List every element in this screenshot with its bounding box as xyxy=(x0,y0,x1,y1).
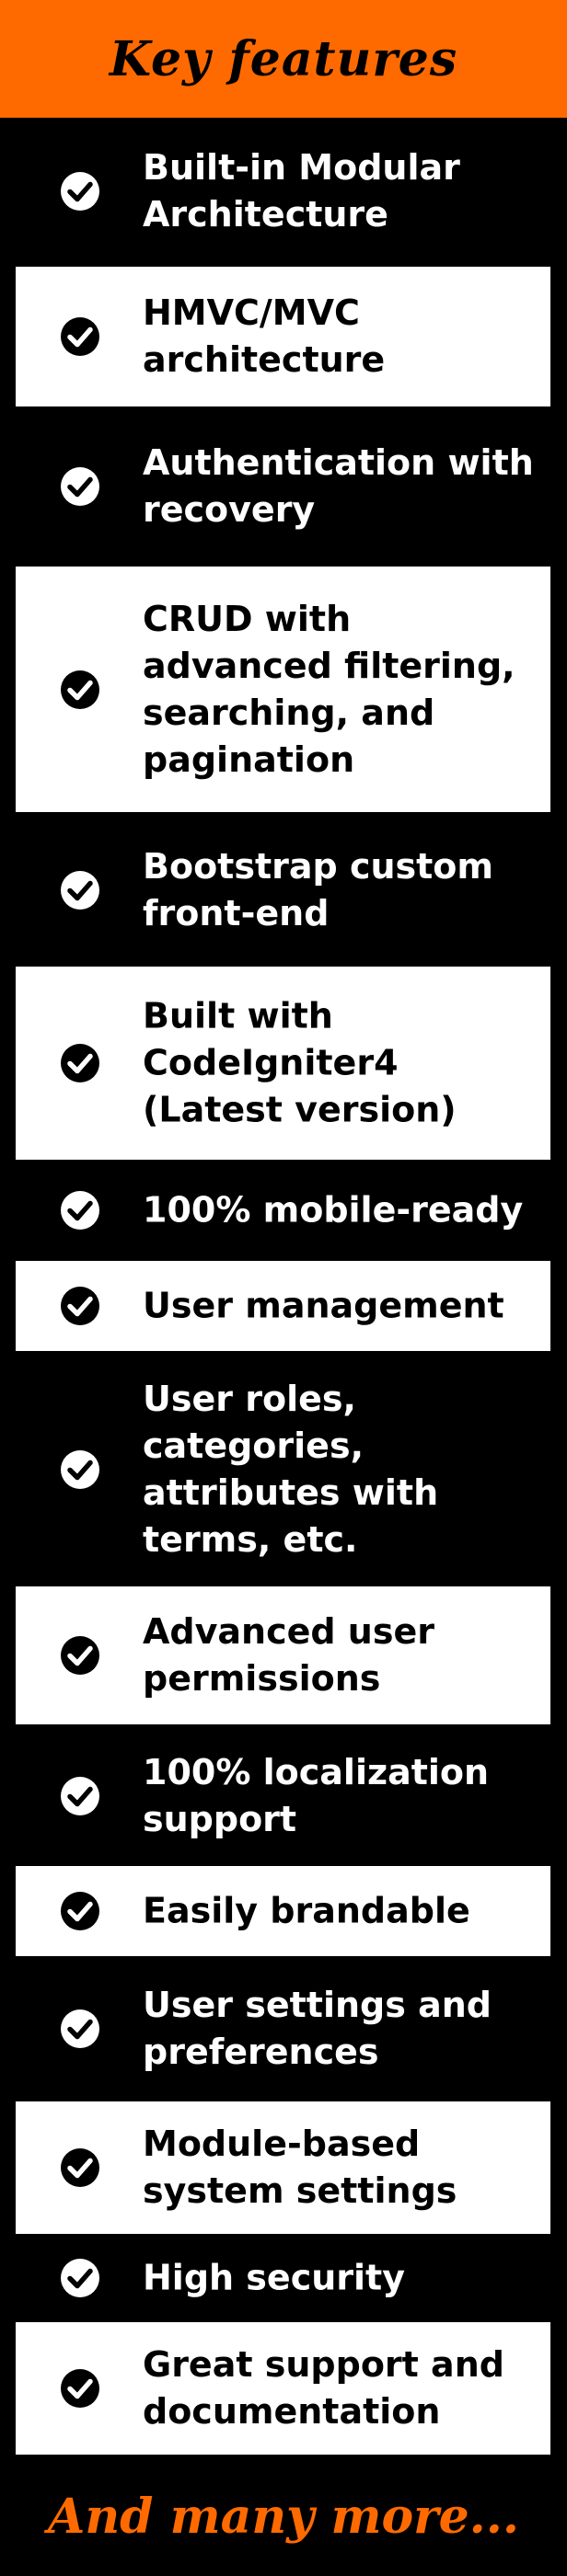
check-circle-icon xyxy=(61,172,99,211)
check-circle-icon xyxy=(61,2369,99,2408)
feature-row: Built-in Modular Architecture xyxy=(0,118,567,265)
check-circle-icon xyxy=(61,1892,99,1930)
check-circle-icon xyxy=(61,2009,99,2048)
feature-label: User roles, categories, attributes with … xyxy=(143,1379,439,1560)
check-circle-icon xyxy=(61,2148,99,2187)
feature-row: Great support and documentation xyxy=(16,2322,550,2455)
check-circle-icon xyxy=(61,317,99,356)
feature-label: Great support and documentation xyxy=(143,2344,504,2432)
feature-label: High security xyxy=(143,2257,405,2298)
feature-label: Easily brandable xyxy=(143,1890,470,1931)
feature-row: Module-based system settings xyxy=(16,2101,550,2234)
feature-row: Easily brandable xyxy=(16,1866,550,1956)
feature-label: Bootstrap custom front-end xyxy=(143,846,494,933)
check-circle-icon xyxy=(61,871,99,910)
feature-row: 100% localization support xyxy=(0,1724,567,1868)
feature-row: Built with CodeIgniter4 (Latest version) xyxy=(16,967,550,1160)
check-circle-icon xyxy=(61,1636,99,1675)
feature-label: CRUD with advanced filtering, searching,… xyxy=(143,598,515,780)
feature-label: Built-in Modular Architecture xyxy=(143,147,460,235)
feature-row: High security xyxy=(0,2234,567,2322)
page-title: Key features xyxy=(109,30,458,87)
feature-row: User management xyxy=(16,1261,550,1351)
feature-label: 100% mobile-ready xyxy=(143,1189,524,1231)
feature-label: HMVC/MVC architecture xyxy=(143,292,386,380)
feature-list: Built-in Modular Architecture HMVC/MVC a… xyxy=(0,118,567,2456)
feature-row: 100% mobile-ready xyxy=(0,1160,567,1261)
check-circle-icon xyxy=(61,1777,99,1815)
feature-row: User roles, categories, attributes with … xyxy=(0,1351,567,1588)
feature-row: Bootstrap custom front-end xyxy=(0,812,567,968)
feature-label: User management xyxy=(143,1285,504,1326)
check-circle-icon xyxy=(61,1191,99,1230)
feature-label: Built with CodeIgniter4 (Latest version) xyxy=(143,995,457,1130)
feature-label: Module-based system settings xyxy=(143,2124,457,2211)
feature-row: HMVC/MVC architecture xyxy=(16,267,550,406)
feature-label: User settings and preferences xyxy=(143,1985,492,2072)
check-circle-icon xyxy=(61,1450,99,1489)
feature-row: Authentication with recovery xyxy=(0,406,567,567)
header-banner: Key features xyxy=(0,0,567,118)
feature-label: Authentication with recovery xyxy=(143,442,534,530)
feature-row: CRUD with advanced filtering, searching,… xyxy=(16,567,550,812)
feature-row: Advanced user permissions xyxy=(16,1586,550,1724)
check-circle-icon xyxy=(61,1044,99,1082)
feature-label: 100% localization support xyxy=(143,1752,490,1839)
check-circle-icon xyxy=(61,467,99,506)
check-circle-icon xyxy=(61,670,99,709)
footer: And many more... xyxy=(0,2456,567,2576)
footer-tagline: And many more... xyxy=(48,2488,519,2545)
feature-label: Advanced user permissions xyxy=(143,1611,434,1699)
check-circle-icon xyxy=(61,2259,99,2297)
feature-row: User settings and preferences xyxy=(0,1956,567,2101)
check-circle-icon xyxy=(61,1287,99,1325)
